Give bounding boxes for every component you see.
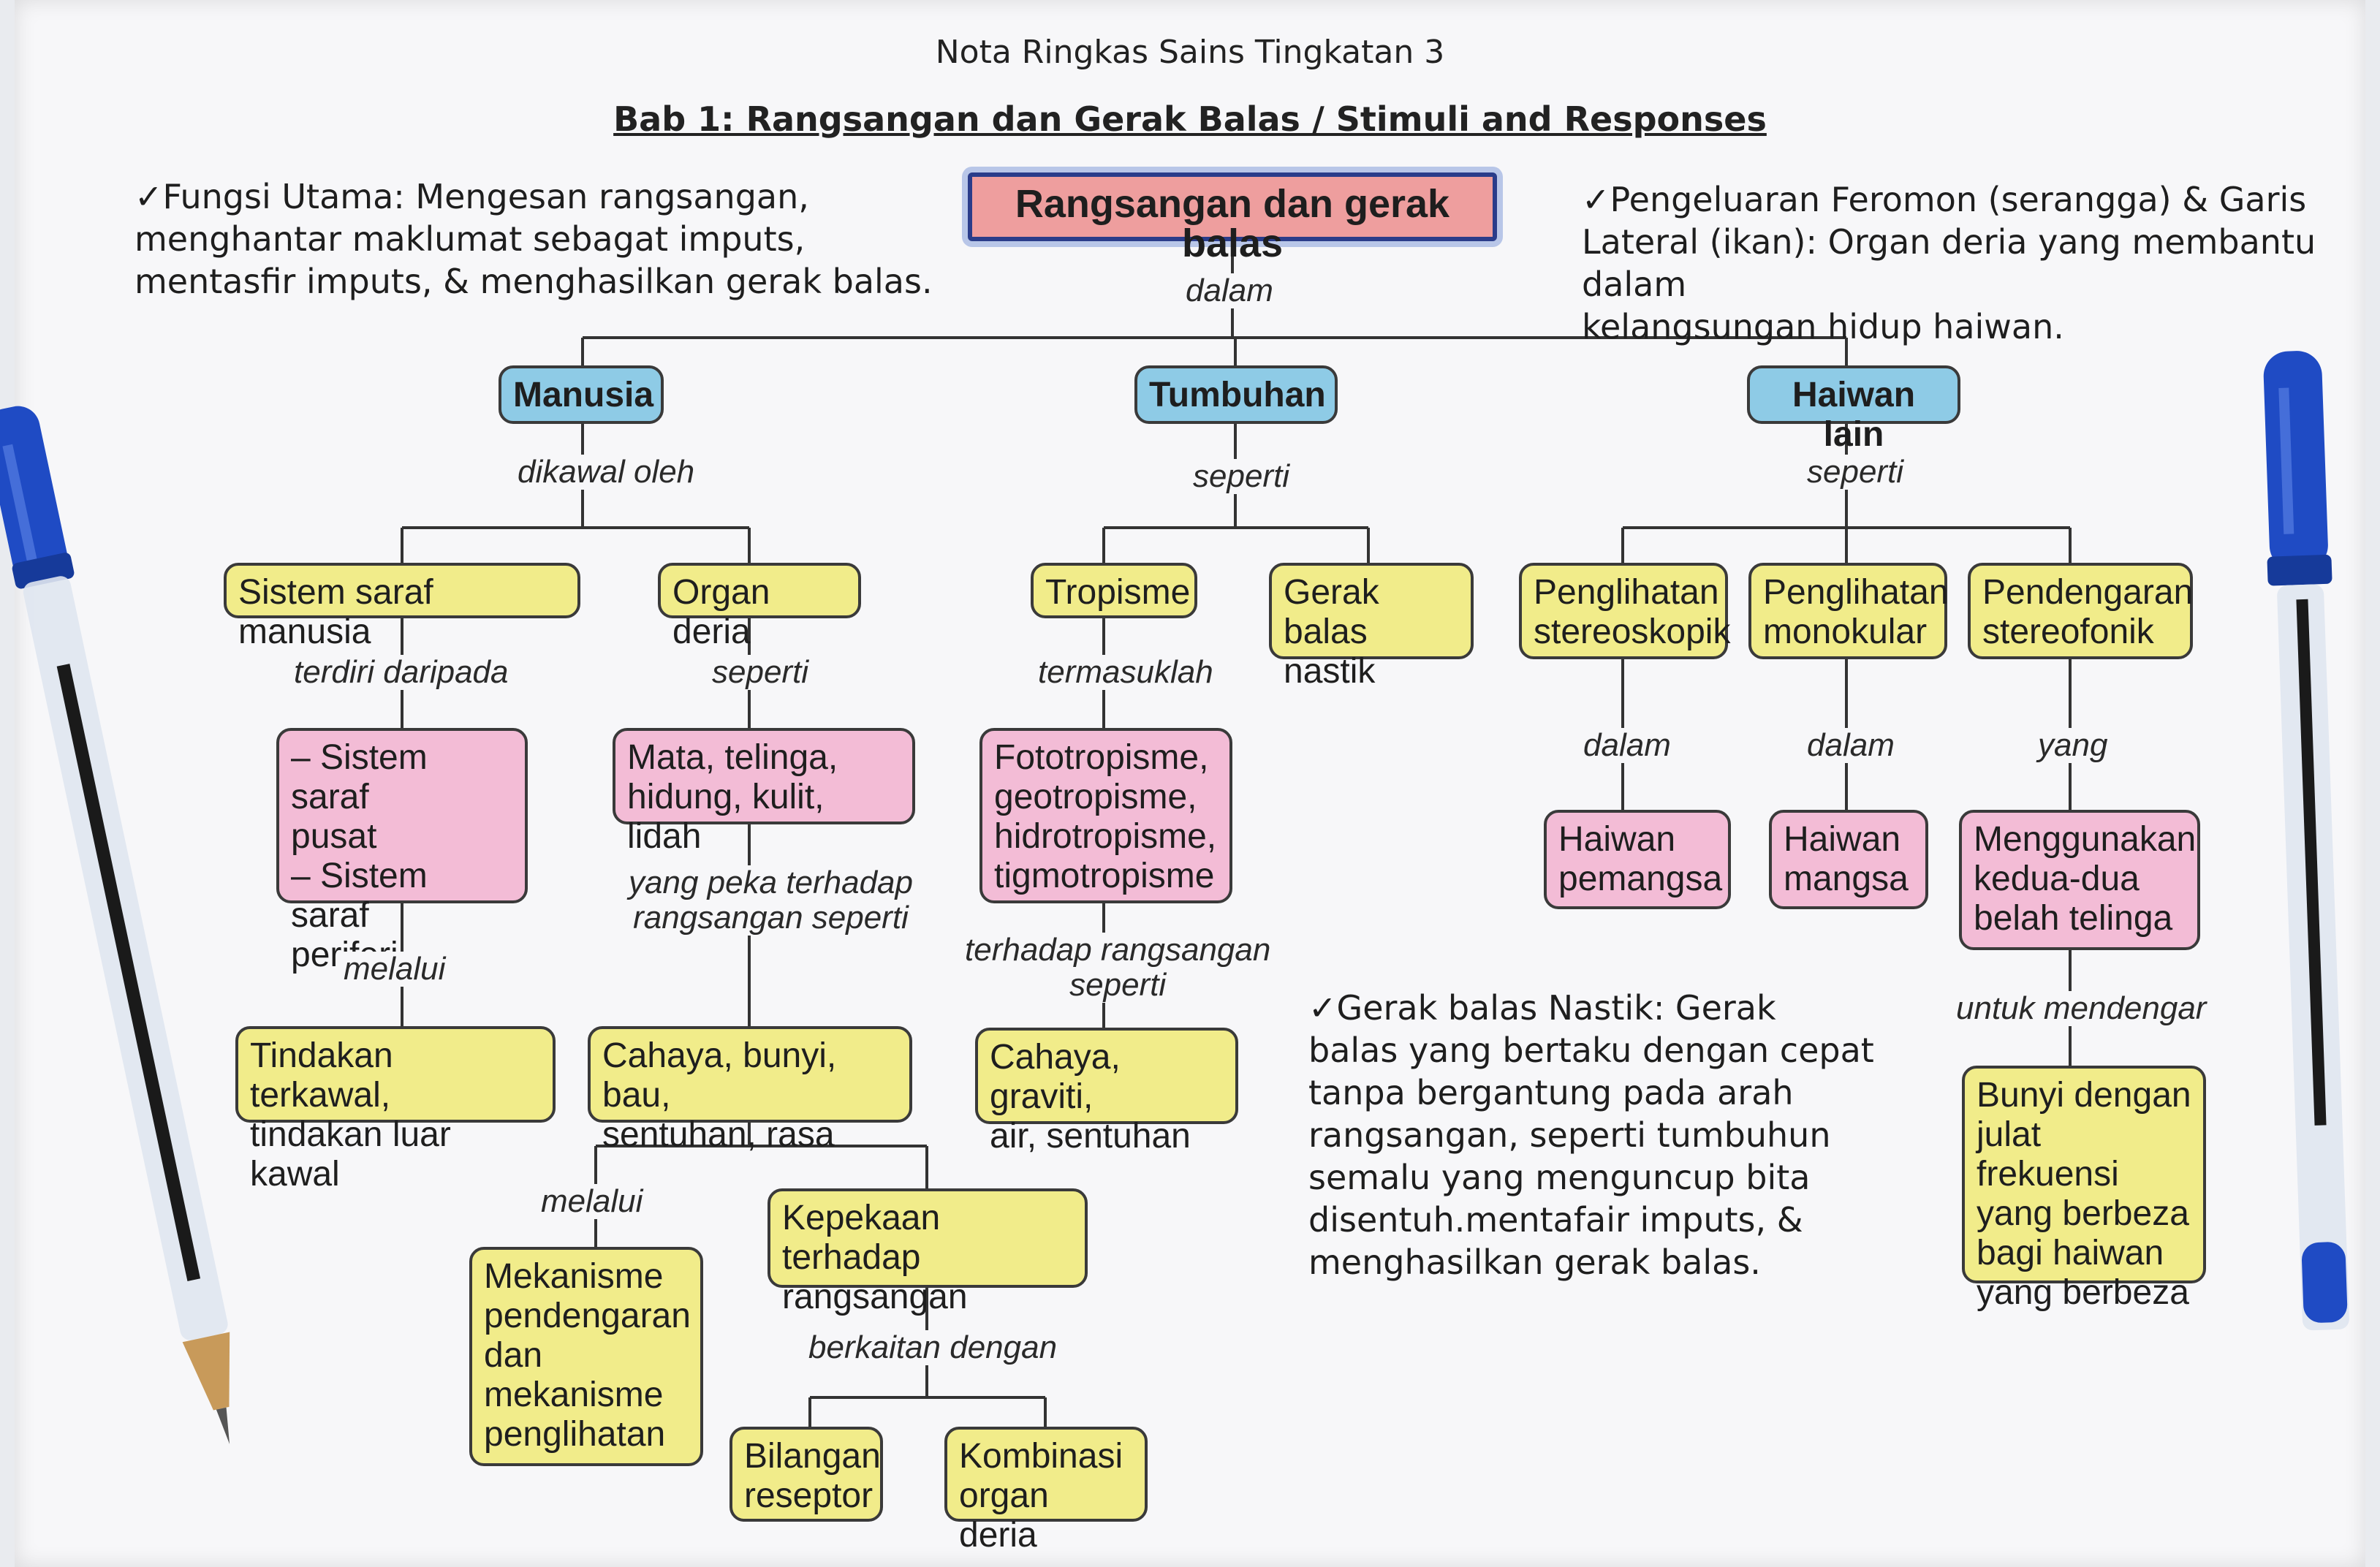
node-menggunakan-kedua-telinga: Menggunakan kedua-dua belah telinga xyxy=(1959,810,2200,950)
node-penglihatan-stereoskopik: Penglihatan stereoskopik xyxy=(1519,563,1730,659)
node-pendengaran-stereofonik: Pendengaran stereofonik xyxy=(1968,563,2193,659)
node-sistem-saraf-manusia: Sistem saraf manusia xyxy=(224,563,580,651)
link-termasuklah: termasuklah xyxy=(1034,655,1218,690)
link-seperti-organ: seperti xyxy=(708,655,814,690)
node-tindakan: Tindakan terkawal, tindakan luar kawal xyxy=(235,1026,556,1194)
link-dalam-root: dalam xyxy=(1181,273,1278,308)
node-organ-deria: Organ deria xyxy=(658,563,861,651)
link-dikawal-oleh: dikawal oleh xyxy=(513,455,700,490)
right-pen-icon xyxy=(2263,351,2349,1331)
node-haiwan-pemangsa: Haiwan pemangsa xyxy=(1544,810,1731,909)
page-subtitle: Nota Ringkas Sains Tingkatan 3 xyxy=(935,34,1445,71)
link-terdiri-daripada: terdiri daripada xyxy=(289,655,513,690)
link-melalui-cahaya: melalui xyxy=(537,1184,648,1219)
note-gerak-balas-nastik: ✓Gerak balas Nastik: Gerak balas yang be… xyxy=(1308,988,1874,1282)
node-penglihatan-monokular: Penglihatan monokular xyxy=(1748,563,1949,659)
left-pen-icon xyxy=(0,406,230,1444)
node-tumbuhan: Tumbuhan xyxy=(1134,365,1338,424)
link-yang-peka: yang peka terhadap rangsangan seperti xyxy=(624,865,917,936)
page-title: Bab 1: Rangsangan dan Gerak Balas / Stim… xyxy=(613,99,1767,139)
node-cahaya-graviti: Cahaya, graviti, air, sentuhan xyxy=(975,1028,1238,1156)
link-seperti-haiwan: seperti xyxy=(1803,455,1909,490)
paper-sheet: Nota Ringkas Sains Tingkatan 3 Bab 1: Ra… xyxy=(15,0,2365,1567)
note-feromon: ✓Pengeluaran Feromon (serangga) & Garis … xyxy=(1582,180,2316,346)
node-manusia: Manusia xyxy=(499,365,664,424)
node-fototropisme: Fototropisme, geotropisme, hidrotropisme… xyxy=(979,728,1232,903)
node-kombinasi-organ: Kombinasi organ deria xyxy=(944,1427,1148,1555)
link-untuk-mendengar: untuk mendengar xyxy=(1952,991,2211,1026)
link-dalam-monokular: dalam xyxy=(1803,728,1899,763)
node-saraf-pusat-periferi: – Sistem saraf pusat – Sistem saraf peri… xyxy=(276,728,528,974)
node-kepekaan: Kepekaan terhadap rangsangan xyxy=(768,1188,1088,1316)
link-berkaitan-dengan: berkaitan dengan xyxy=(804,1330,1062,1365)
link-melalui-saraf: melalui xyxy=(339,952,450,987)
link-dalam-stereoskopik: dalam xyxy=(1579,728,1675,763)
node-haiwan-lain: Haiwan lain xyxy=(1747,365,1960,454)
node-haiwan-mangsa: Haiwan mangsa xyxy=(1769,810,1928,909)
node-bunyi-julat: Bunyi dengan julat frekuensi yang berbez… xyxy=(1962,1066,2206,1312)
link-yang: yang xyxy=(2034,728,2112,763)
link-terhadap-rangsangan: terhadap rangsangan seperti xyxy=(960,933,1276,1003)
node-mekanisme: Mekanisme pendengaran dan mekanisme peng… xyxy=(469,1247,703,1466)
link-seperti-tumbuhan: seperti xyxy=(1189,459,1295,494)
node-cahaya-bunyi: Cahaya, bunyi, bau, sentuhan, rasa xyxy=(588,1026,912,1154)
node-mata-telinga: Mata, telinga, hidung, kulit, lidah xyxy=(613,728,915,856)
root-node: Rangsangan dan gerak balas xyxy=(968,172,1497,263)
node-tropisme: Tropisme xyxy=(1031,563,1197,618)
node-gerak-balas-nastik: Gerak balas nastik xyxy=(1269,563,1474,691)
node-bilangan-reseptor: Bilangan reseptor xyxy=(729,1427,883,1522)
note-fungsi-utama: ✓Fungsi Utama: Mengesan rangsangan, meng… xyxy=(134,177,933,301)
